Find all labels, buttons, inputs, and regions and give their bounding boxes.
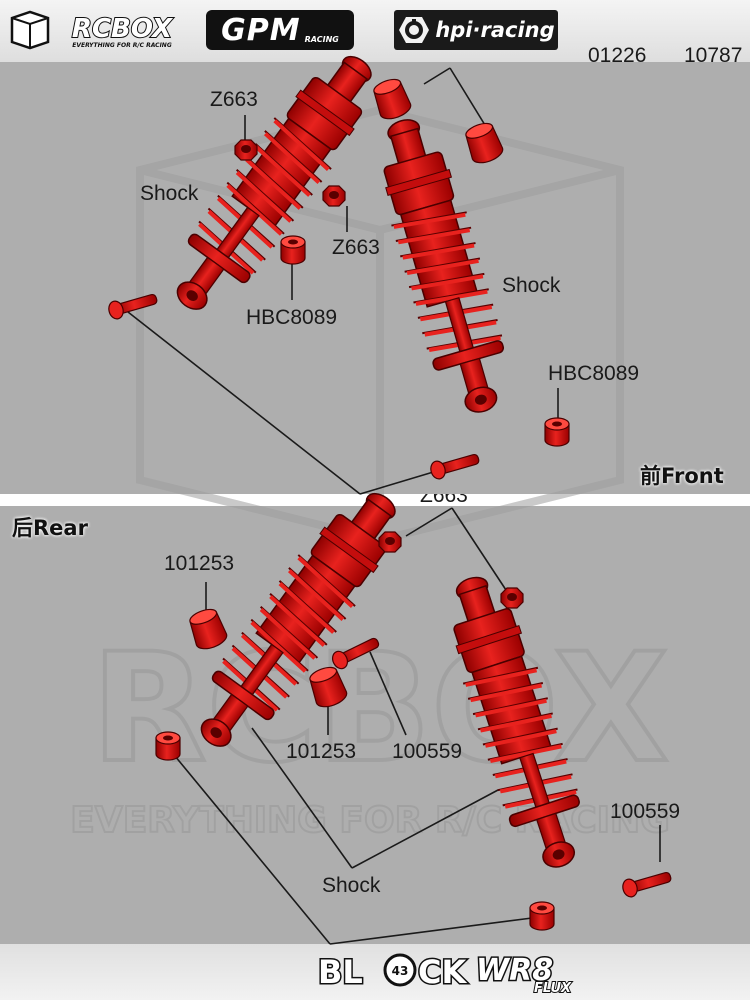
callout-label: 100559: [392, 740, 463, 763]
callout-label: Z663: [332, 236, 380, 259]
callout-label: HBC8089: [246, 306, 338, 329]
hpi-logo-text: hpi·racing: [435, 18, 555, 42]
block-logo-badge: 43: [392, 964, 409, 978]
100559-pin: [620, 867, 674, 900]
z663-nut: [378, 531, 402, 553]
gpm-logo: GPM RACING: [206, 10, 354, 50]
leader-lines-rear: [169, 507, 661, 945]
callout-label: Shock: [140, 182, 199, 205]
nut-part: [500, 587, 524, 609]
callout-label: 101253: [286, 740, 357, 763]
rcbox-logo-tagline: EVERYTHING FOR R/C RACING: [72, 42, 172, 49]
header-band: [0, 0, 750, 62]
bushing-part: [529, 901, 555, 931]
hbc8089-bushing: [544, 417, 570, 447]
rcbox-logo: RCBOX EVERYTHING FOR R/C RACING: [8, 10, 194, 50]
part-number-partial: 10787: [684, 44, 743, 67]
rcbox-logo-text: RCBOX: [72, 14, 174, 44]
callout-label: Shock: [502, 274, 561, 297]
callout-label: HBC8089: [548, 362, 640, 385]
callout-label: Shock: [322, 874, 381, 897]
leader-lines-front: [127, 67, 559, 495]
callout-label: 101253: [164, 552, 235, 575]
part-number-partial: 01226: [588, 44, 647, 67]
footer-band: [0, 944, 750, 1000]
rear-panel: [0, 506, 750, 944]
wr8-model-text: WR8: [476, 953, 553, 988]
101253-bushing: [305, 663, 350, 711]
z663-nut: [234, 139, 258, 161]
section-label-front: 前Front: [640, 464, 724, 488]
gpm-logo-subtext: RACING: [304, 35, 339, 44]
block-logo-text-right: CK: [418, 953, 467, 991]
callout-label: 100559: [610, 800, 681, 823]
z663-nut: [322, 185, 346, 207]
skull-badge-icon: [383, 953, 417, 987]
flux-variant-text: FLUX: [534, 981, 572, 994]
callout-label: Z663: [210, 88, 258, 111]
pin-part: [428, 449, 482, 482]
block-wr8-flux-logo: BL 43 CK WR8 FLUX: [316, 948, 592, 998]
hbc8089-bushing: [280, 235, 306, 265]
gpm-logo-text: GPM: [221, 12, 301, 48]
hpi-hex-icon: [399, 17, 430, 43]
block-logo-text-left: BL: [318, 953, 363, 991]
hpi-logo: hpi·racing: [394, 10, 558, 50]
cap-part: [461, 119, 506, 167]
cap-part: [369, 75, 414, 123]
100559-pin: [329, 632, 383, 672]
bushing-part: [155, 731, 181, 761]
rear-shock-right: [430, 564, 601, 880]
101253-bushing: [185, 605, 230, 653]
callout-label: Z663: [420, 484, 468, 507]
section-label-rear: 后Rear: [12, 516, 88, 540]
rcbox-logo-icon: [10, 10, 50, 50]
